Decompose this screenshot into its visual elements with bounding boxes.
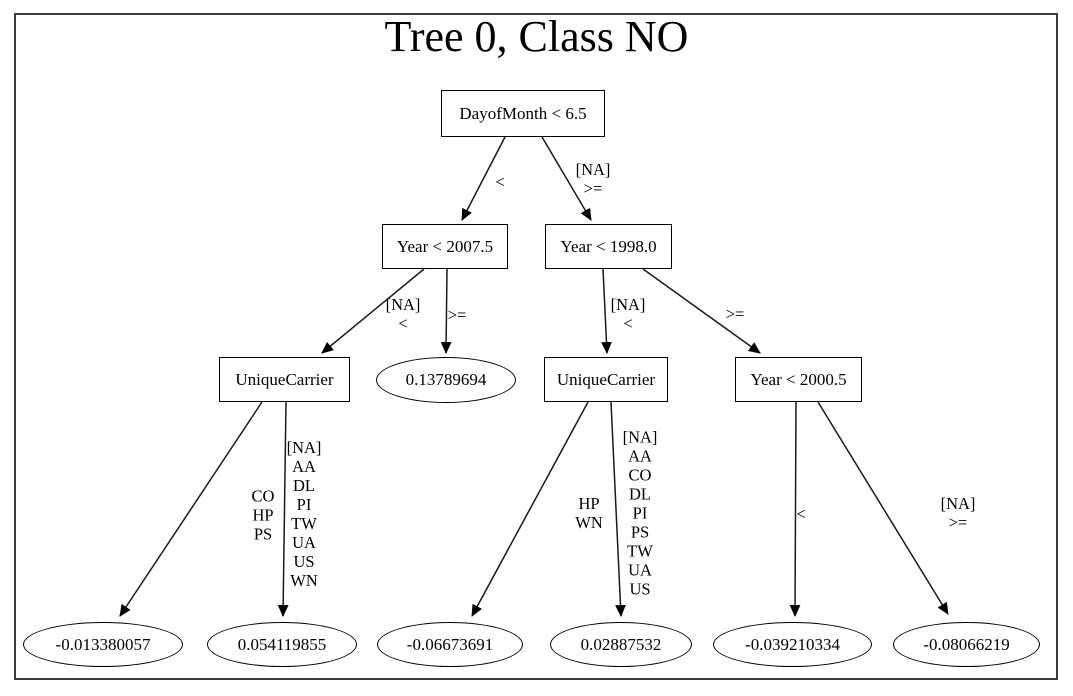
- diagram-border: [14, 13, 1058, 680]
- node-year-1998-0-split: Year < 1998.0: [545, 224, 672, 269]
- edge-root-to-year1998: [541, 136, 592, 221]
- edge-uniquecarrier-left-to-leaf1: [119, 401, 263, 617]
- node-year-2007-5-split: Year < 2007.5: [382, 224, 508, 269]
- edge-label-year2007-left: [NA] <: [385, 295, 421, 333]
- edge-year2000-to-leaf5: [789, 401, 801, 617]
- leaf-neg-0-08066219: -0.08066219: [893, 622, 1040, 667]
- edge-label-carriers-co-hp-ps: CO HP PS: [251, 486, 275, 544]
- edge-label-year1998-left: [NA] <: [610, 295, 646, 333]
- leaf-0-054119855: 0.054119855: [207, 622, 357, 667]
- edge-year1998-to-uniquecarrier-right: [601, 268, 612, 354]
- node-uniquecarrier-right-split: UniqueCarrier: [544, 357, 668, 402]
- edge-year2007-to-uniquecarrier-left: [321, 268, 425, 354]
- leaf-0-13789694: 0.13789694: [376, 357, 516, 403]
- leaf-neg-0-013380057: -0.013380057: [23, 622, 183, 667]
- edge-label-year2000-right: [NA] >=: [940, 494, 976, 532]
- leaf-0-02887532: 0.02887532: [550, 622, 692, 667]
- edge-label-year2007-right: >=: [447, 305, 467, 325]
- node-year-2000-5-split: Year < 2000.5: [735, 357, 862, 402]
- edge-label-year2000-left: <: [796, 504, 806, 524]
- edge-uniquecarrier-left-to-leaf2: [277, 401, 289, 617]
- node-dayofmonth-split: DayofMonth < 6.5: [441, 90, 605, 137]
- edge-uniquecarrier-right-to-leaf3: [471, 401, 589, 617]
- leaf-neg-0-039210334: -0.039210334: [713, 622, 872, 667]
- edge-label-carriers-na-aa-dl-pi-tw-ua-us-wn: [NA] AA DL PI TW UA US WN: [286, 438, 322, 590]
- edge-label-root-left: <: [495, 172, 505, 192]
- edge-year2007-to-leaf-013789694: [440, 268, 452, 354]
- edge-label-year1998-right: >=: [725, 304, 745, 324]
- edge-label-carriers-na-aa-co-dl-pi-ps-tw-ua-us: [NA] AA CO DL PI PS TW UA US: [622, 427, 658, 599]
- edge-uniquecarrier-right-to-leaf4: [610, 401, 626, 617]
- edge-label-root-right: [NA] >=: [575, 160, 611, 198]
- node-uniquecarrier-left-split: UniqueCarrier: [219, 357, 350, 402]
- edge-year1998-to-year2000: [642, 268, 761, 354]
- edge-root-to-year2007: [461, 136, 506, 221]
- edge-year2000-to-leaf6: [817, 401, 949, 615]
- leaf-neg-0-06673691: -0.06673691: [377, 622, 523, 667]
- diagram-title: Tree 0, Class NO: [384, 12, 689, 61]
- edge-label-carriers-hp-wn: HP WN: [575, 494, 603, 532]
